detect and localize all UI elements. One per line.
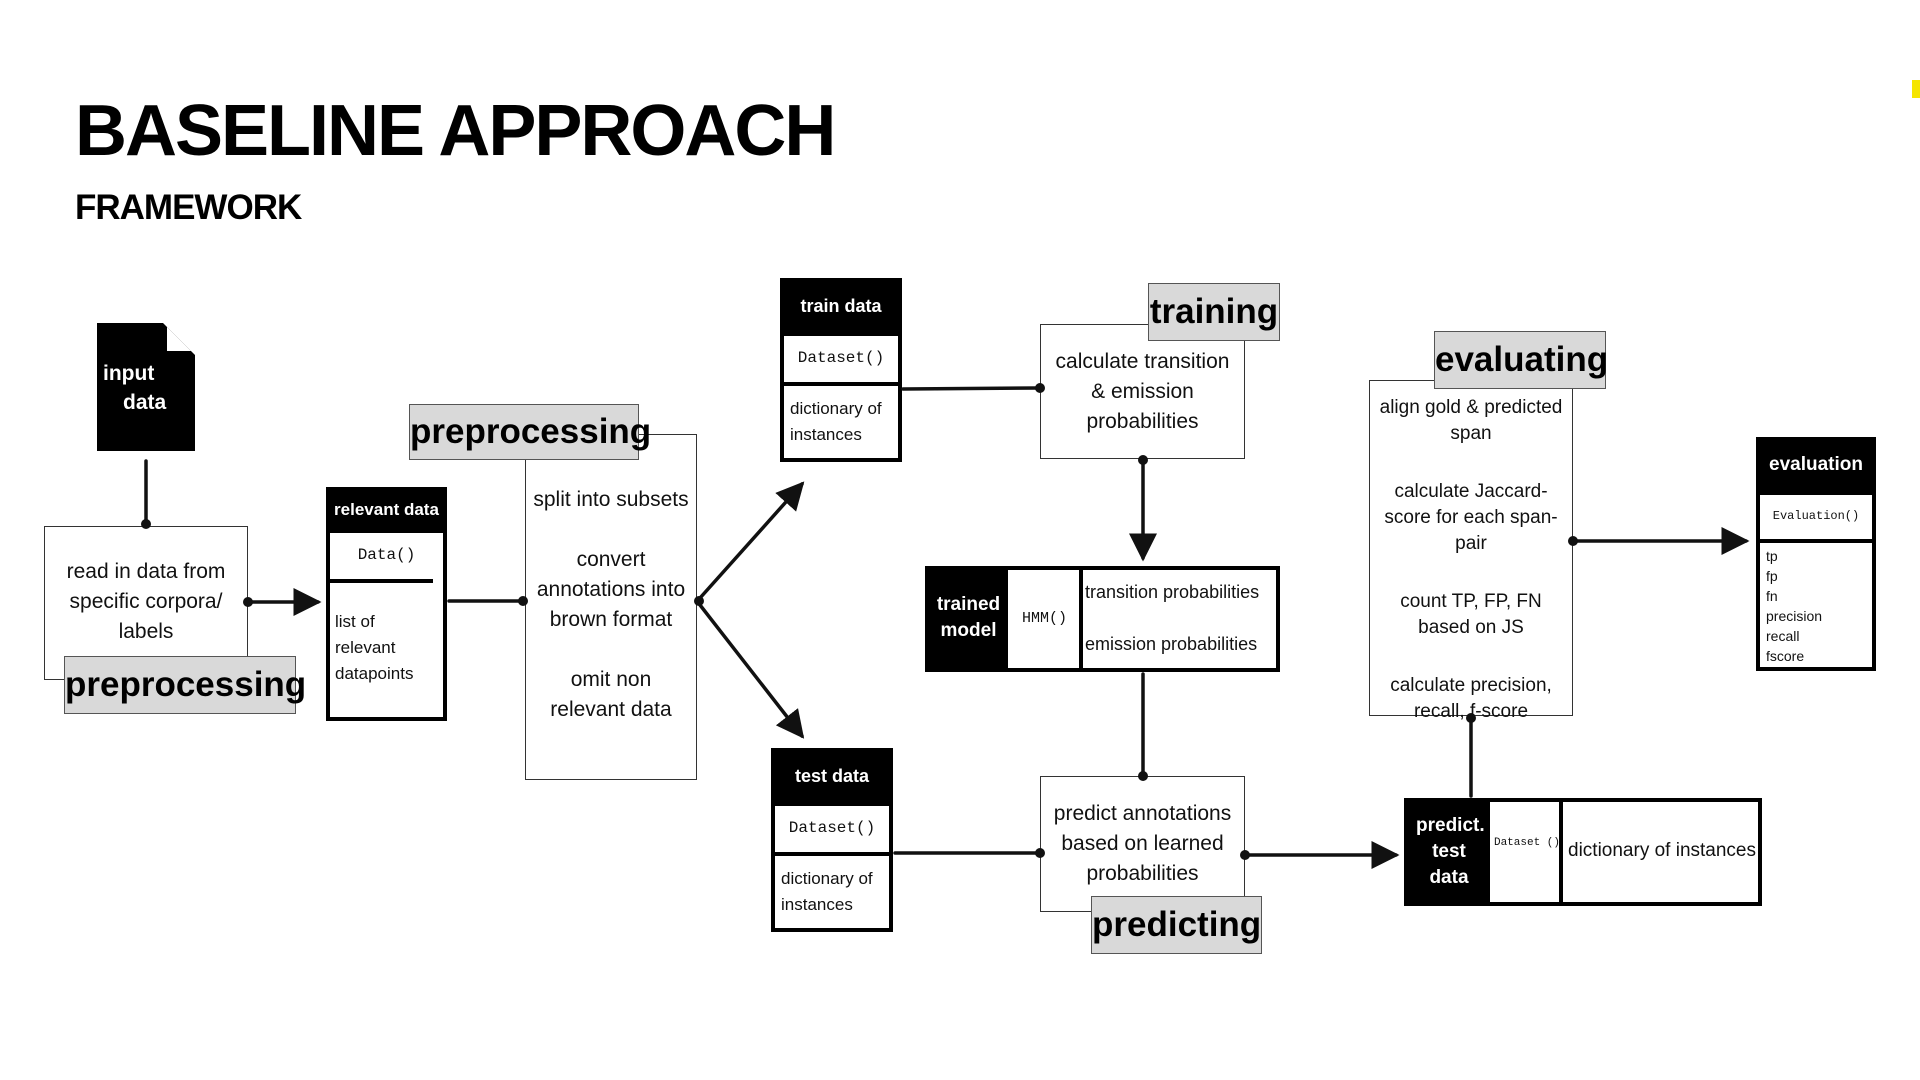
predict-test-card: predict. test data Dataset () dictionary…	[1404, 798, 1762, 906]
connector-dot-preprocessing-right	[694, 596, 704, 606]
evaluation-metric: fscore	[1766, 648, 1805, 664]
accent-mark	[1912, 80, 1920, 98]
connector-dot-evaluating-right	[1568, 536, 1578, 546]
connector-train-to-training	[901, 386, 1040, 391]
connector-dot-read-right	[243, 597, 253, 607]
evaluation-metric: recall	[1766, 628, 1800, 644]
training-tag: training	[1148, 283, 1280, 341]
evaluation-header: evaluation	[1760, 441, 1872, 491]
connector-dot-predicting-left	[1035, 848, 1045, 858]
evaluating-box: align gold & predicted span calculate Ja…	[1369, 380, 1573, 722]
evaluating-step-jaccard: calculate Jaccard-score for each span-pa…	[1384, 481, 1558, 554]
predict-test-label: predict. test data	[1408, 802, 1490, 902]
page-subtitle: FRAMEWORK	[75, 188, 302, 227]
preprocessing-tag: preprocessing	[409, 404, 651, 460]
trained-model-emission: emission probabilities	[1085, 634, 1258, 654]
predicting-tag: predicting	[1091, 896, 1262, 954]
predict-test-divider	[1559, 802, 1563, 902]
relevant-data-body: list of relevant datapoints	[330, 579, 433, 687]
train-data-card: train data Dataset() dictionary of insta…	[780, 278, 902, 462]
training-box: calculate transition & emission probabil…	[1040, 324, 1245, 459]
connector-dot-evaluating-bottom	[1466, 713, 1476, 723]
evaluation-metric: fp	[1766, 568, 1778, 584]
evaluating-tag: evaluating	[1434, 331, 1608, 389]
preprocessing-step-convert: convert annotations into brown format	[536, 548, 686, 631]
test-data-card: test data Dataset() dictionary of instan…	[771, 748, 893, 932]
connector-dot-training-bottom	[1138, 455, 1148, 465]
trained-model-label: trained model	[929, 570, 1008, 668]
evaluation-metric: fn	[1766, 588, 1778, 604]
trained-model-divider	[1079, 570, 1083, 668]
evaluation-metric: tp	[1766, 548, 1778, 564]
page-title: BASELINE APPROACH	[75, 91, 836, 171]
relevant-data-card: relevant data Data() list of relevant da…	[326, 487, 447, 721]
evaluating-step-calc: calculate precision, recall, f-score	[1390, 675, 1552, 722]
connector-dot-predicting-right	[1240, 850, 1250, 860]
trained-model-code: HMM()	[1021, 610, 1067, 627]
connector-dot-preprocessing-left	[518, 596, 528, 606]
connector-dot-training-left	[1035, 383, 1045, 393]
evaluation-code: Evaluation()	[1760, 491, 1872, 539]
train-data-code: Dataset()	[784, 332, 898, 382]
test-data-body: dictionary of instances	[775, 852, 889, 918]
preprocessing-box: split into subsets convert annotations i…	[525, 434, 697, 780]
input-data-label: input data	[103, 362, 167, 414]
train-data-header: train data	[784, 282, 898, 332]
connector-dot-read-top	[141, 519, 151, 529]
input-data-document: input data	[97, 323, 195, 451]
evaluation-metrics: tp fp fn precision recall fscore	[1760, 539, 1872, 666]
test-data-header: test data	[775, 752, 889, 802]
connector-dot-predicting-top	[1138, 771, 1148, 781]
trained-model-transition: transition probabilities	[1085, 582, 1260, 602]
document-icon	[97, 323, 195, 451]
evaluating-step-align: align gold & predicted span	[1379, 397, 1563, 444]
connector-preprocessing-to-train	[698, 481, 805, 600]
evaluation-card: evaluation Evaluation() tp fp fn precision r…	[1756, 437, 1876, 671]
relevant-data-header: relevant data	[330, 491, 443, 529]
evaluating-step-count: count TP, FP, FN based on JS	[1400, 591, 1542, 638]
trained-model-card: trained model HMM() transition probabili…	[925, 566, 1280, 672]
predict-test-body: dictionary of instances	[1568, 840, 1756, 861]
read-in-box: read in data from specific corpora/ labe…	[44, 526, 248, 680]
evaluation-metric: precision	[1766, 608, 1823, 624]
train-data-body: dictionary of instances	[784, 382, 898, 448]
connector-preprocessing-to-test	[698, 603, 805, 739]
read-in-tag: preprocessing	[64, 656, 306, 714]
preprocessing-step-split: split into subsets	[533, 488, 689, 511]
test-data-code: Dataset()	[775, 802, 889, 852]
relevant-data-code: Data()	[330, 529, 443, 579]
predict-test-code: Dataset ()	[1493, 837, 1560, 849]
preprocessing-step-omit: omit non relevant data	[550, 668, 672, 721]
